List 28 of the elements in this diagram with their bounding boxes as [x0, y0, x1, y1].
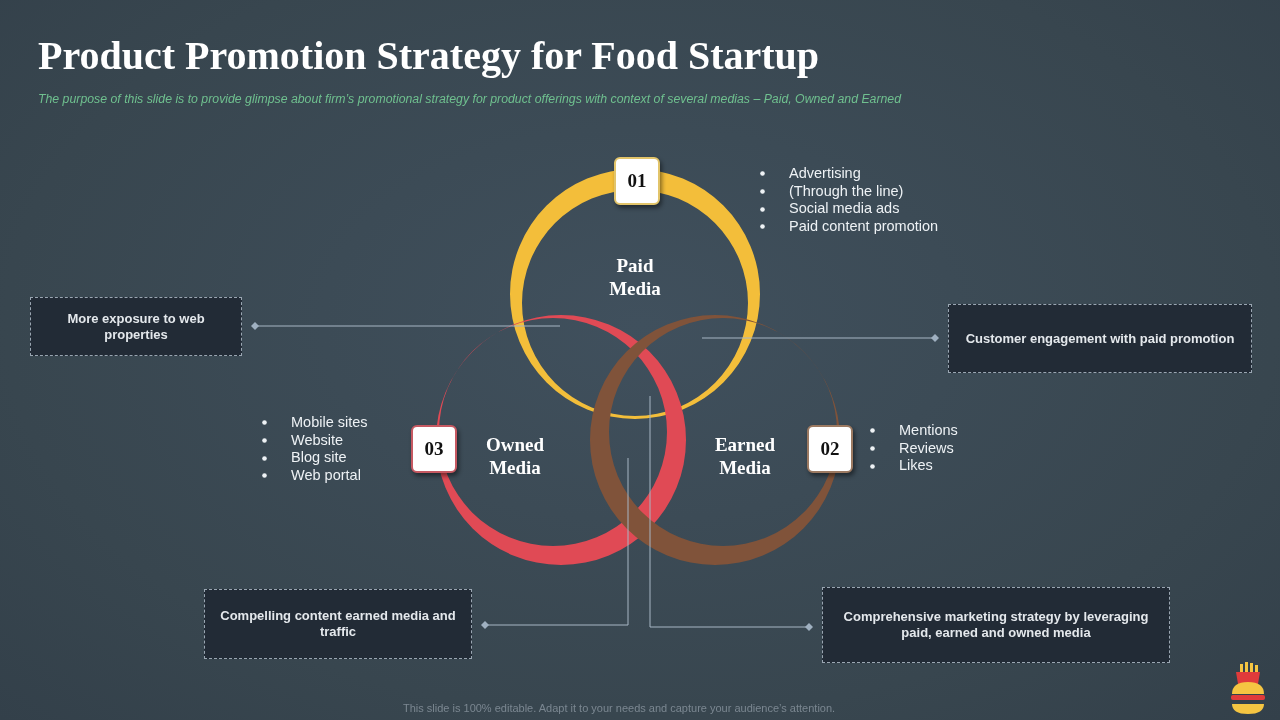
- bullet-item: Website: [291, 431, 344, 450]
- bullet-item: (Through the line): [789, 182, 904, 201]
- ring-title: Owned Media: [484, 433, 546, 479]
- subtitle: The purpose of this slide is to provide glimpse about firm’s promotional strategy for product offerings with context of several medias – Paid, Owned and Earned: [38, 92, 902, 107]
- bullet-item: Reviews: [899, 439, 954, 458]
- bullet-item: Blog site: [291, 449, 347, 468]
- leader-line: [649, 395, 813, 631]
- bullet-item: Web portal: [291, 467, 361, 485]
- ring-title: Earned Media: [713, 433, 777, 479]
- text-card: More exposure to web properties: [30, 297, 242, 356]
- bullet-item: Mobile sites: [291, 414, 368, 432]
- number-badge: 03: [411, 425, 457, 473]
- leader-line: [251, 322, 561, 330]
- leader-line: [481, 457, 629, 629]
- text-card: Customer engagement with paid promotion: [948, 304, 1252, 373]
- bullet-item: Social media ads: [789, 200, 900, 219]
- slide-title: Product Promotion Strategy for Food Startup: [38, 34, 820, 78]
- text-card: Comprehensive marketing strategy by leveraging paid, earned and owned media: [822, 587, 1170, 663]
- leader-line: [701, 334, 939, 342]
- ring-title: Paid Media: [608, 254, 662, 300]
- number-badge: 01: [614, 157, 660, 205]
- text-card: Compelling content earned media and traffic: [204, 589, 472, 659]
- bullet-item: Mentions: [899, 422, 958, 440]
- bullet-item: Paid content promotion: [789, 218, 939, 236]
- footer-note: This slide is 100% editable. Adapt it to your needs and capture your audience’s attention.: [403, 702, 836, 716]
- bullet-item: Advertising: [789, 165, 861, 183]
- number-badge: 02: [807, 425, 853, 473]
- bullet-item: Likes: [899, 457, 933, 476]
